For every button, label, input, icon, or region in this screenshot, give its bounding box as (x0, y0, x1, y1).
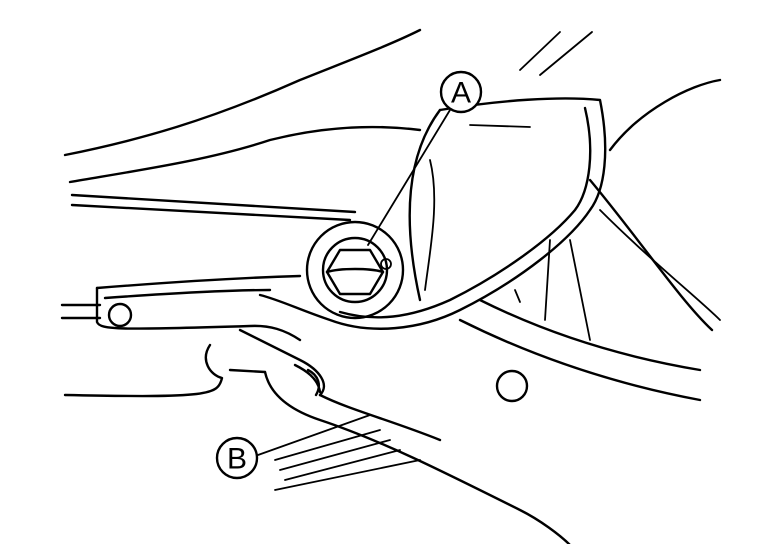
ribbed-section (274, 429, 421, 491)
lower-link (258, 97, 607, 330)
bolt-a (305, 220, 405, 320)
rear-link (458, 239, 702, 403)
callout-b: B (215, 436, 259, 480)
crossmember-bracket (60, 274, 302, 342)
leader-line-b (257, 414, 371, 456)
callout-a: A (439, 70, 483, 114)
tire-outline (588, 78, 722, 332)
leader-line-a (367, 109, 451, 246)
callout-b-label: B (227, 443, 247, 476)
callout-a-label: A (451, 77, 471, 110)
mount-bushing (63, 328, 571, 544)
body-panel-lines (63, 28, 593, 222)
